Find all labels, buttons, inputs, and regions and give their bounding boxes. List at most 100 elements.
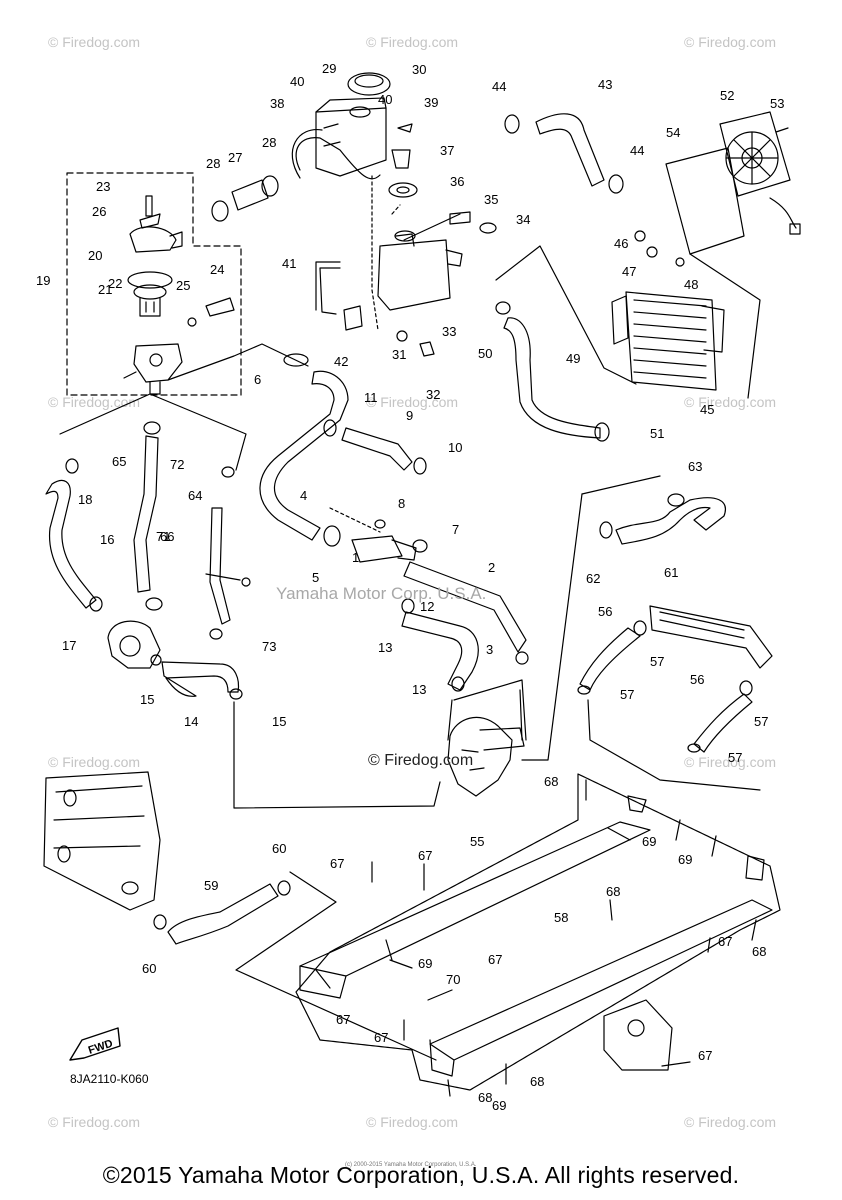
water-pump-housing [447,716,513,797]
callout-30: 30 [412,62,426,77]
callout-6: 6 [254,372,261,387]
callout-38: 38 [270,96,284,111]
callout-57: 57 [728,750,742,765]
callout-29: 29 [322,61,336,76]
hose-27 [231,179,269,211]
callout-60: 60 [272,841,286,856]
callout-67: 67 [488,952,502,967]
callout-39: 39 [424,95,438,110]
callout-40: 40 [378,92,392,107]
callout-7: 7 [452,522,459,537]
callout-19: 19 [36,273,50,288]
overflow-hose [295,137,381,180]
callout-12: 12 [420,599,434,614]
callout-58: 58 [554,910,568,925]
callout-40: 40 [290,74,304,89]
watermark-bottom-center: © Firedog.com [366,1114,459,1130]
callout-37: 37 [440,143,454,158]
diagram-code: 8JA2110-K060 [70,1072,149,1086]
callout-4: 4 [300,488,307,503]
hose-56-upper [579,627,641,691]
callout-52: 52 [720,88,734,103]
callout-10: 10 [448,440,462,455]
callout-43: 43 [598,77,612,92]
hose-70 [209,507,231,625]
breather-tube [319,267,341,315]
bracket [603,999,673,1071]
callout-68: 68 [606,884,620,899]
reservoir-tank-upper [315,107,387,177]
callout-14: 14 [184,714,198,729]
center-watermark-2: © Firedog.com [368,752,474,769]
callout-13: 13 [378,640,392,655]
callout-69: 69 [642,834,656,849]
callout-54: 54 [666,125,680,140]
callout-64: 64 [188,488,202,503]
hose-59 [167,883,279,945]
watermark-bottom-left: © Firedog.com [48,1114,141,1130]
callout-72: 72 [170,457,184,472]
callout-67: 67 [698,1048,712,1063]
callout-24: 24 [210,262,224,277]
callout-36: 36 [450,174,464,189]
callout-66: 66 [160,529,174,544]
callout-63: 63 [688,459,702,474]
callout-48: 48 [684,277,698,292]
callout-21: 21 [98,282,112,297]
tiny-notice: (c) 2000-2015 Yamaha Motor Corporation, … [345,1162,477,1168]
callout-67: 67 [374,1030,388,1045]
callout-26: 26 [92,204,106,219]
callout-44: 44 [492,79,506,94]
callout-27: 27 [228,150,242,165]
fwd-text: FWD [87,1038,115,1057]
hose-49 [503,317,601,439]
callout-28: 28 [206,156,220,171]
callout-68: 68 [752,944,766,959]
callout-13: 13 [412,682,426,697]
pipe-2 [403,561,527,653]
callout-15: 15 [140,692,154,707]
pump-body [107,620,161,669]
watermark-top-left: © Firedog.com [48,34,141,50]
callout-1: 1 [352,550,359,565]
callout-16: 16 [100,532,114,547]
callout-45: 45 [700,402,714,417]
watermark-low-left: © Firedog.com [48,754,141,770]
watermark-top-right: © Firedog.com [684,34,777,50]
callout-9: 9 [406,408,413,423]
hose-12 [401,611,479,691]
callout-44: 44 [630,143,644,158]
callout-32: 32 [426,387,440,402]
oil-cooler [649,605,773,669]
thermostat-housing [133,343,183,383]
callout-50: 50 [478,346,492,361]
callout-20: 20 [88,248,102,263]
callout-17: 17 [62,638,76,653]
callout-22: 22 [108,276,122,291]
hose-56-lower [693,693,753,753]
radiator-cap [347,72,391,96]
callout-69: 69 [418,956,432,971]
joint-pipe [351,535,403,563]
callout-57: 57 [620,687,634,702]
callout-33: 33 [442,324,456,339]
callout-67: 67 [418,848,432,863]
callout-61: 61 [664,565,678,580]
callout-8: 8 [398,496,405,511]
watermark-bottom-right: © Firedog.com [684,1114,777,1130]
callout-23: 23 [96,179,110,194]
callout-62: 62 [586,571,600,586]
watermark-mid-left: © Firedog.com [48,394,141,410]
callout-46: 46 [614,236,628,251]
callout-59: 59 [204,878,218,893]
hose-61 [615,497,726,545]
callout-51: 51 [650,426,664,441]
long-pipe-58 [429,899,773,1061]
callout-3: 3 [486,642,493,657]
callout-53: 53 [770,96,784,111]
callout-18: 18 [78,492,92,507]
watermark-low-right: © Firedog.com [684,754,777,770]
callout-73: 73 [262,639,276,654]
hose-6 [259,370,349,541]
watermark-mid-right: © Firedog.com [684,394,777,410]
